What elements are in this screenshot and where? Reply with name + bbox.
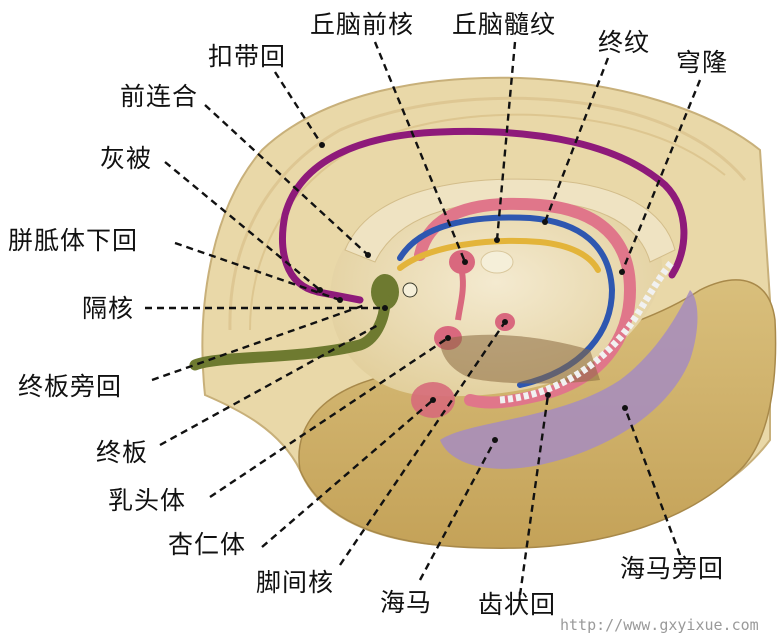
dentate-gyrus <box>499 259 675 404</box>
label-indusium-griseum: 灰被 <box>100 144 153 173</box>
parahippocampal-region <box>440 290 698 469</box>
label-mammillary-body: 乳头体 <box>108 486 187 515</box>
leader-dots <box>317 142 628 443</box>
label-dentate-gyrus: 齿状回 <box>478 590 557 619</box>
label-anterior-commissure: 前连合 <box>120 82 199 111</box>
leader-lines <box>145 41 702 596</box>
label-stria-medullaris: 丘脑髓纹 <box>452 10 557 39</box>
label-cingulate-gyrus: 扣带回 <box>208 42 287 71</box>
septal-nuclei <box>371 274 399 310</box>
label-subcallosal-gyrus: 胼胝体下回 <box>8 226 139 255</box>
label-septal-nuclei: 隔核 <box>82 294 135 323</box>
watermark: http://www.gxyixue.com <box>560 616 759 634</box>
indusium-griseum-arc <box>279 127 688 296</box>
label-paraterminal-gyrus: 终板旁回 <box>18 372 123 401</box>
label-amygdala: 杏仁体 <box>168 530 247 559</box>
label-anterior-thalamic-nucleus: 丘脑前核 <box>310 10 415 39</box>
label-interpeduncular-nucleus: 脚间核 <box>256 568 335 597</box>
label-fornix: 穹隆 <box>676 48 729 77</box>
label-lamina-terminalis: 终板 <box>96 438 149 467</box>
paraterminal-gyrus <box>189 294 391 371</box>
stria-medullaris-tract <box>397 237 601 273</box>
stria-terminalis-tract <box>397 214 616 388</box>
label-stria-terminalis: 终纹 <box>598 28 651 57</box>
label-hippocampus: 海马 <box>380 588 433 617</box>
label-parahippocampal-gyrus: 海马旁回 <box>620 554 725 583</box>
